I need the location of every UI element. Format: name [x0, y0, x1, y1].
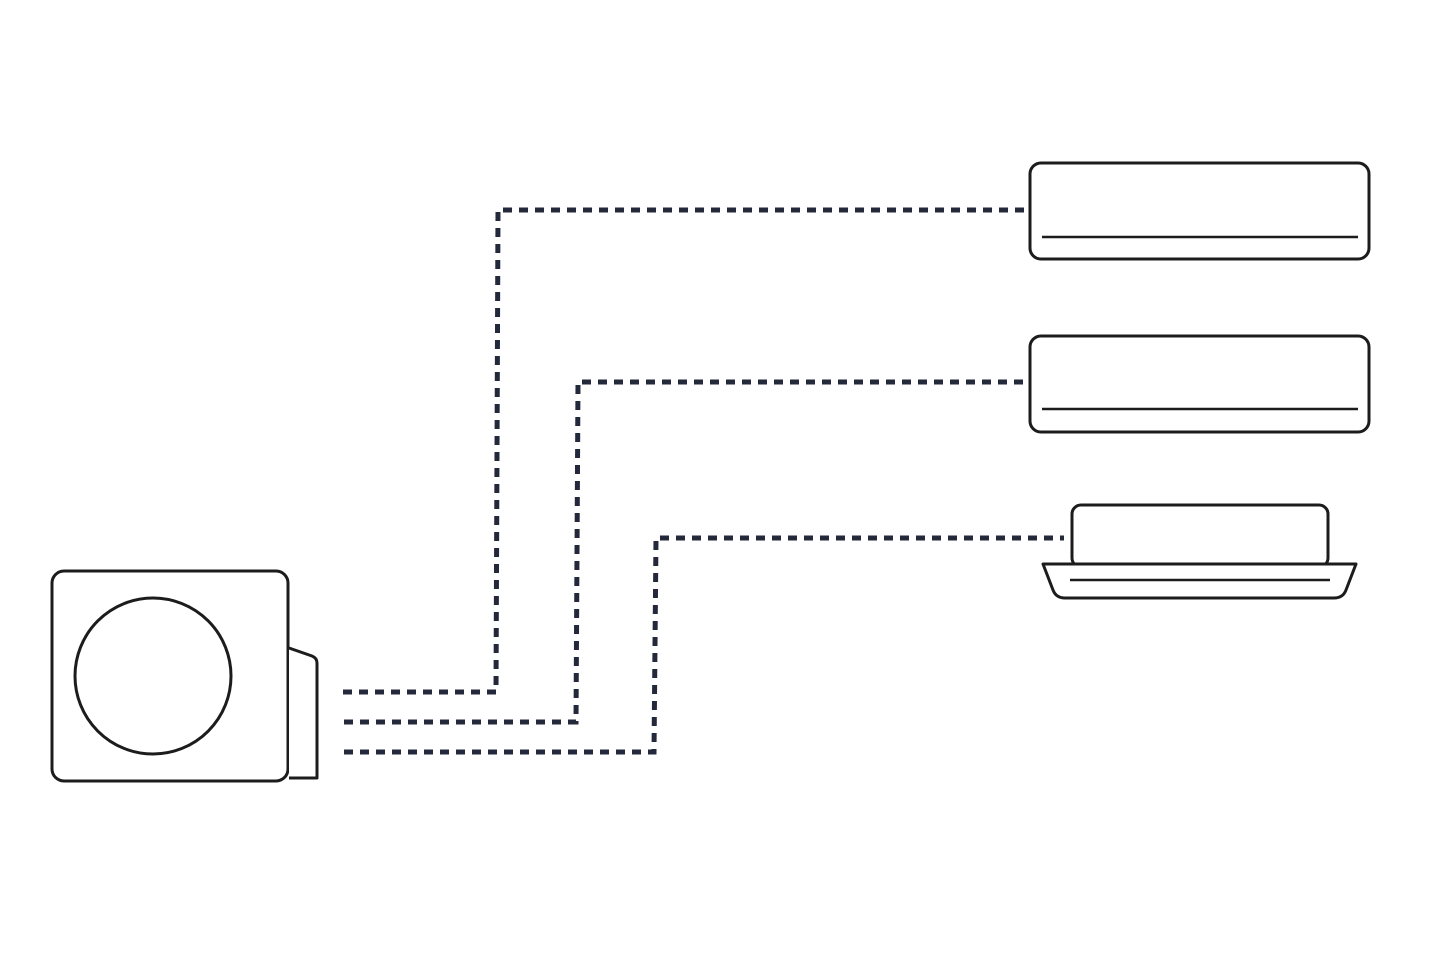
wall-mounted-indoor-unit-icon	[1028, 161, 1371, 261]
cassette-unit-body	[1070, 503, 1330, 569]
pipe-line-to-middle-wall-unit	[344, 379, 1028, 725]
pipe-line-to-upper-wall-unit	[343, 207, 1028, 695]
wall-unit-upper-body	[1028, 161, 1371, 261]
pipe-connections	[343, 207, 1064, 755]
pipe-line-to-cassette-unit	[344, 535, 1064, 755]
ceiling-cassette-indoor-unit-icon	[1041, 503, 1358, 600]
outdoor-condenser-unit-icon	[50, 569, 319, 783]
wall-unit-middle-body	[1028, 334, 1371, 434]
outdoor-unit-valve-housing	[288, 646, 319, 780]
wall-mounted-indoor-unit-icon	[1028, 334, 1371, 434]
outdoor-unit-fan-icon	[73, 596, 233, 756]
